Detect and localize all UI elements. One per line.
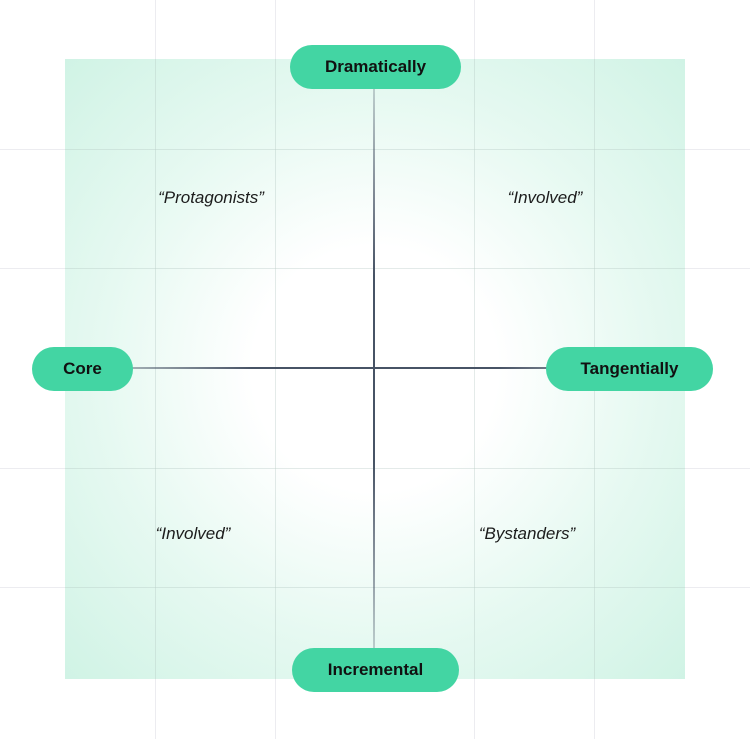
board-gridline [65,587,685,588]
board-gridline [474,59,475,679]
board-gridline [65,268,685,269]
board-gridline [275,59,276,679]
quadrant-label-top-right: “Involved” [507,188,583,207]
axis-label-left: Core [32,347,133,391]
vertical-axis [373,59,375,679]
quadrant-label-bottom-right: “Bystanders” [478,524,576,543]
axis-label-bottom: Incremental [292,648,459,692]
axis-label-right: Tangentially [546,347,713,391]
quadrant-label-bottom-left: “Involved” [155,524,231,543]
horizontal-axis [65,367,685,369]
board-gridline [65,149,685,150]
quadrant-label-top-left: “Protagonists” [158,188,264,207]
board-gridline [65,468,685,469]
board-gridline [155,59,156,679]
axis-label-top: Dramatically [290,45,461,89]
